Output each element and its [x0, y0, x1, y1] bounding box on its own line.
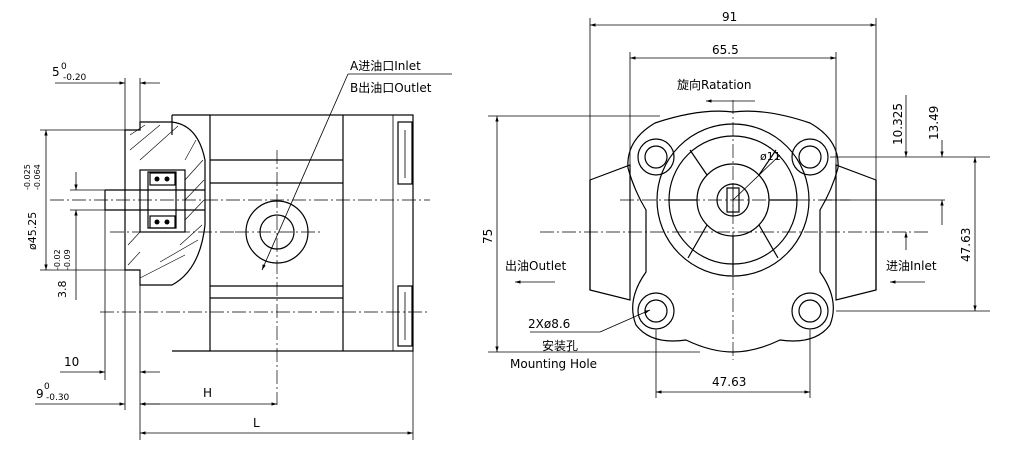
- dim-shaft-length: 10: [60, 210, 160, 380]
- dim-h-label: H: [203, 386, 212, 400]
- svg-text:-0.064: -0.064: [33, 164, 42, 190]
- dim-pilot-len: 9: [36, 387, 44, 401]
- dim-47-63-horizontal: 47.63: [655, 330, 811, 398]
- dim-l-label: L: [253, 416, 260, 430]
- port-circle-side: [100, 150, 430, 405]
- dim-height-75: 75: [481, 115, 700, 353]
- shaft-side: [50, 189, 430, 211]
- port-b-label: B出油口Outlet: [350, 81, 432, 95]
- dim-key: 3.8: [56, 281, 69, 299]
- svg-text:-0.025: -0.025: [23, 164, 32, 190]
- svg-text:0: 0: [44, 382, 50, 392]
- front-cover-section: [124, 121, 206, 286]
- rotation-label: 旋向Ratation: [677, 77, 751, 92]
- dim-75: 75: [481, 229, 495, 244]
- dim-shaft-dia: ø11: [760, 150, 781, 163]
- dim-shaft-len: 10: [64, 355, 79, 369]
- dim-width-inner: 65.5: [712, 43, 739, 57]
- svg-text:75: 75: [481, 229, 495, 244]
- svg-text:-0.02: -0.02: [53, 249, 62, 270]
- flow-labels: 出油Outlet 进油Inlet: [505, 259, 937, 284]
- svg-text:47.63: 47.63: [959, 228, 973, 262]
- pump-body-side: [171, 114, 414, 352]
- dim-h: H: [140, 386, 277, 406]
- dim-l: L: [140, 351, 414, 440]
- dim-pilot-dia: ø45.25: [26, 212, 39, 250]
- mounting-hole-callout: 2Xø8.6 安装孔 Mounting Hole: [510, 309, 651, 371]
- dim-holes: 2Xø8.6: [528, 317, 570, 331]
- dim-13-49: 13.49: [927, 106, 941, 140]
- dim-key-width: 3.8 -0.02 -0.09: [53, 172, 105, 300]
- dim-width: 91: [722, 10, 737, 24]
- dim-width-65-5: 65.5: [629, 43, 837, 165]
- dim-flange-thk: 5: [52, 65, 60, 79]
- svg-text:-0.09: -0.09: [63, 249, 72, 270]
- front-centerlines: [540, 100, 930, 360]
- inlet-label: 进油Inlet: [886, 259, 937, 273]
- svg-text:-0.30: -0.30: [46, 393, 70, 403]
- svg-text:ø45.25: ø45.25: [26, 212, 39, 250]
- dim-47-63-v: 47.63: [959, 228, 973, 262]
- dims-right: 10.325 13.49 47.63: [820, 95, 990, 312]
- dim-10-325: 10.325: [891, 103, 905, 145]
- dim-pilot-diameter: ø45.25 -0.025 -0.064: [23, 129, 125, 271]
- port-a-label: A进油口Inlet: [350, 59, 421, 73]
- front-view: ø11 91 65.5 旋向Ratation 75: [481, 10, 990, 398]
- pump-body-front: [589, 164, 877, 301]
- side-view: A进油口Inlet B出油口Outlet 5 0 -0.20 ø45.25 -0…: [23, 59, 452, 440]
- dim-47-63-h: 47.63: [712, 375, 746, 389]
- dim-pilot-length: 9 0 -0.30: [35, 270, 160, 440]
- holes-en-label: Mounting Hole: [510, 357, 597, 371]
- svg-text:0: 0: [61, 62, 67, 72]
- rotation-indicator: 旋向Ratation: [677, 77, 755, 103]
- holes-cn-label: 安装孔: [542, 338, 578, 353]
- outlet-label: 出油Outlet: [505, 259, 566, 273]
- svg-text:3.8: 3.8: [56, 281, 69, 299]
- svg-text:10.325: 10.325: [891, 103, 905, 145]
- svg-text:-0.20: -0.20: [63, 73, 87, 83]
- port-leader: [261, 73, 452, 271]
- dim-width-91: 91: [589, 10, 877, 180]
- svg-text:13.49: 13.49: [927, 106, 941, 140]
- dim-flange-thickness: 5 0 -0.20: [52, 62, 160, 130]
